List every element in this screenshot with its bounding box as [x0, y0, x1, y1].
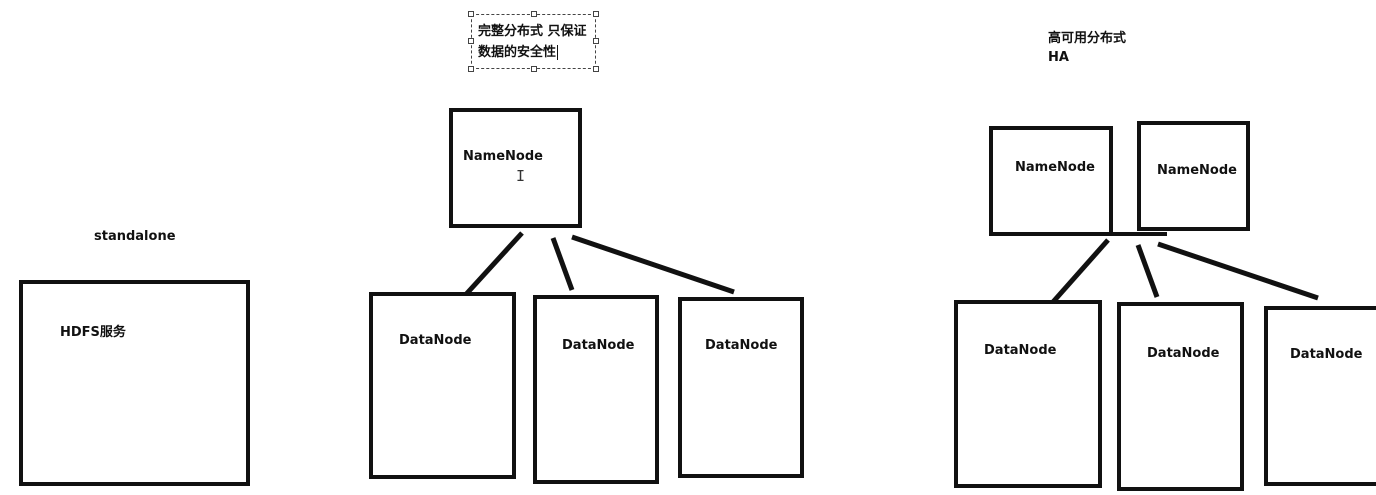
- datanode-label-3: DataNode: [705, 338, 778, 353]
- ha-datanode-label-3: DataNode: [1290, 347, 1363, 362]
- ha-link-datanode-1: [1043, 238, 1110, 313]
- link-namenode-datanode-2: [550, 237, 575, 291]
- datanode-box-2: DataNode: [533, 295, 659, 484]
- ha-title-line-1: 高可用分布式: [1048, 31, 1127, 46]
- standalone-title: standalone: [94, 229, 176, 244]
- resize-handle-bottom-left[interactable]: [468, 66, 474, 72]
- ha-datanode-label-2: DataNode: [1147, 346, 1220, 361]
- ha-namenode-box-2: NameNode: [1137, 121, 1250, 231]
- ha-namenode-label-2: NameNode: [1157, 163, 1237, 178]
- resize-handle-top-middle[interactable]: [531, 11, 537, 17]
- datanode-label-2: DataNode: [562, 338, 635, 353]
- text-caret: [557, 45, 559, 60]
- resize-handle-top-left[interactable]: [468, 11, 474, 17]
- datanode-label-1: DataNode: [399, 333, 472, 348]
- ha-datanode-box-3: DataNode: [1264, 306, 1376, 486]
- namenode-box: NameNode: [449, 108, 582, 228]
- ha-datanode-label-1: DataNode: [984, 343, 1057, 358]
- note-line-2: 数据的安全性: [478, 45, 557, 60]
- hdfs-service-box: HDFS服务: [19, 280, 250, 486]
- ha-namenode-label-1: NameNode: [1015, 160, 1095, 175]
- hdfs-service-label: HDFS服务: [60, 325, 126, 340]
- resize-handle-bottom-right[interactable]: [593, 66, 599, 72]
- selected-text-box[interactable]: 完整分布式 只保证数据的安全性: [468, 11, 599, 72]
- resize-handle-middle-right[interactable]: [593, 38, 599, 44]
- ha-title-line-2: HA: [1048, 50, 1069, 65]
- resize-handle-middle-left[interactable]: [468, 38, 474, 44]
- ha-link-datanode-2: [1135, 244, 1160, 298]
- resize-handle-top-right[interactable]: [593, 11, 599, 17]
- note-line-1: 完整分布式 只保证: [478, 24, 587, 39]
- ha-link-datanode-3: [1157, 241, 1319, 301]
- note-text: 完整分布式 只保证数据的安全性: [478, 21, 587, 63]
- datanode-box-3: DataNode: [678, 297, 804, 478]
- ha-datanode-box-2: DataNode: [1117, 302, 1244, 491]
- link-namenode-datanode-3: [571, 234, 735, 295]
- namenode-label: NameNode: [463, 149, 543, 164]
- text-cursor-icon: I: [516, 167, 526, 185]
- ha-namenode-box-1: NameNode: [989, 126, 1113, 236]
- ha-datanode-box-1: DataNode: [954, 300, 1102, 488]
- resize-handle-bottom-middle[interactable]: [531, 66, 537, 72]
- link-namenode-datanode-1: [457, 231, 524, 304]
- datanode-box-1: DataNode: [369, 292, 516, 479]
